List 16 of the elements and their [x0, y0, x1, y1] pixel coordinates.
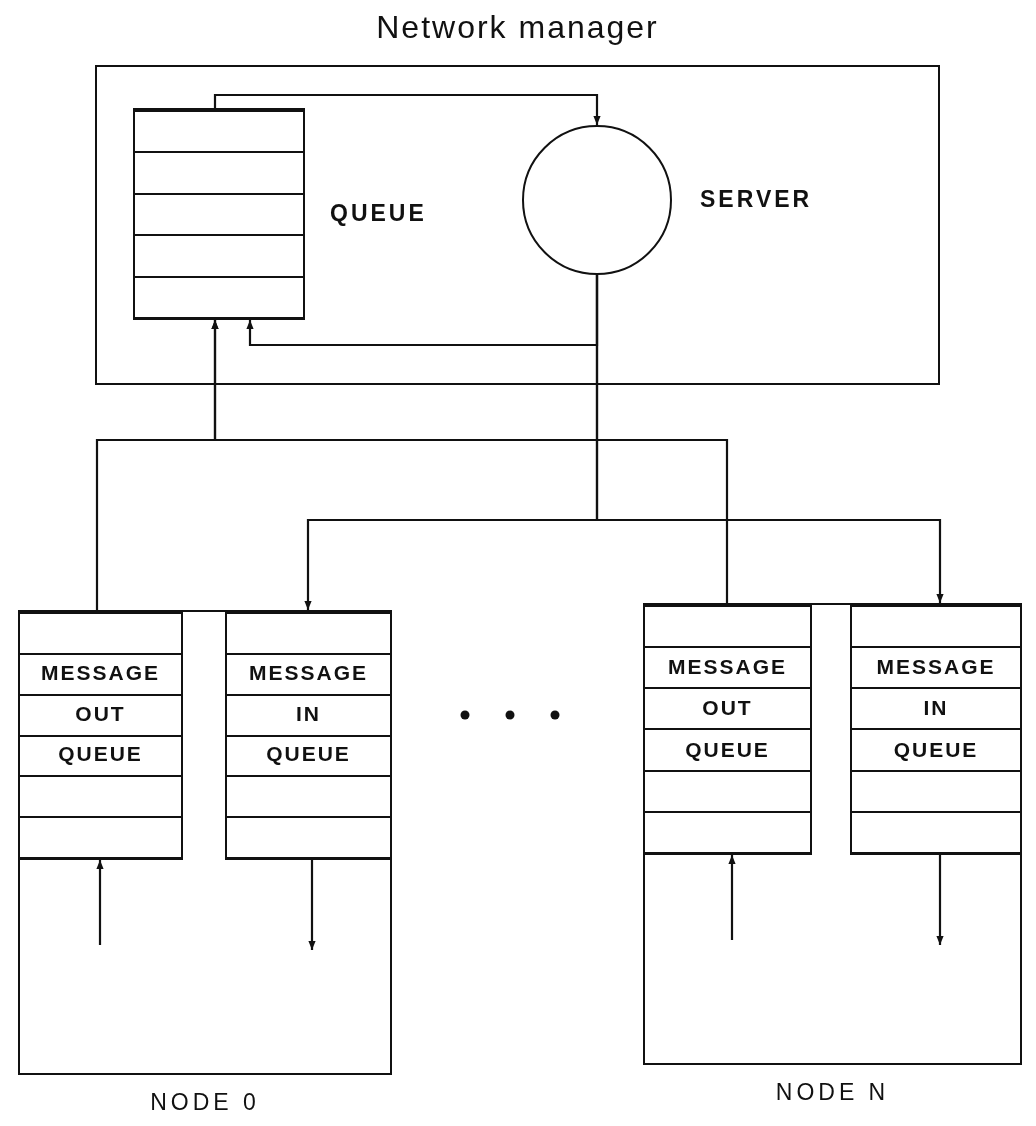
frame-title: NODE N: [774, 1079, 891, 1107]
arrow: [936, 855, 944, 945]
frame-title: Network manager: [375, 8, 660, 47]
queue-label: QUEUE: [330, 200, 427, 227]
queue-name: MESSAGE OUT QUEUE: [667, 654, 788, 763]
arrow: [96, 860, 104, 945]
frame-title: NODE 0: [149, 1089, 261, 1117]
queue-name: MESSAGE IN QUEUE: [875, 654, 997, 763]
queue-name: MESSAGE IN QUEUE: [248, 659, 369, 768]
arrow: [728, 855, 736, 940]
arrow: [595, 275, 944, 603]
arrow: [213, 93, 601, 125]
arrow: [308, 860, 316, 950]
server-label: SERVER: [700, 186, 813, 213]
arrow: [211, 320, 729, 603]
queue-name: MESSAGE OUT QUEUE: [40, 659, 161, 768]
